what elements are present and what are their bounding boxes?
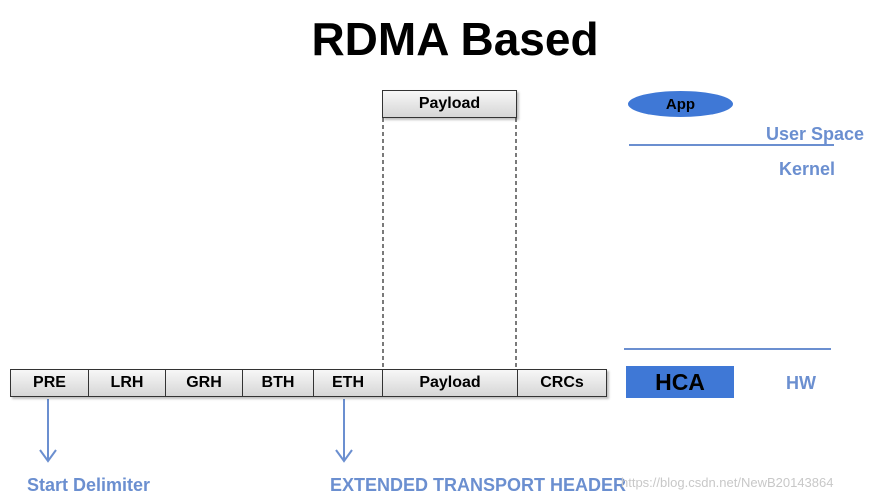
field-crcs: CRCs [518, 370, 606, 396]
field-bth: BTH [243, 370, 314, 396]
app-ellipse: App [628, 91, 733, 117]
field-pre: PRE [11, 370, 89, 396]
watermark: https://blog.csdn.net/NewB20143864 [621, 475, 834, 490]
hw-label: HW [786, 373, 816, 393]
page-title: RDMA Based [311, 13, 599, 65]
start-delimiter-arrow-icon [39, 399, 57, 463]
extended-transport-header-label: EXTENDED TRANSPORT HEADER [330, 475, 627, 495]
field-payload: Payload [383, 370, 518, 396]
field-grh: GRH [166, 370, 243, 396]
user-space-label: User Space [766, 124, 865, 144]
packet-row: PRE LRH GRH BTH ETH Payload CRCs [10, 369, 607, 397]
eth-arrow-icon [335, 399, 353, 463]
start-delimiter-label: Start Delimiter [27, 475, 151, 495]
hca-box: HCA [626, 366, 734, 398]
user-kernel-divider [629, 144, 834, 146]
kernel-label: Kernel [779, 159, 836, 179]
field-eth: ETH [314, 370, 383, 396]
kernel-hw-divider [624, 348, 831, 350]
top-payload-box: Payload [382, 90, 517, 118]
field-lrh: LRH [89, 370, 166, 396]
